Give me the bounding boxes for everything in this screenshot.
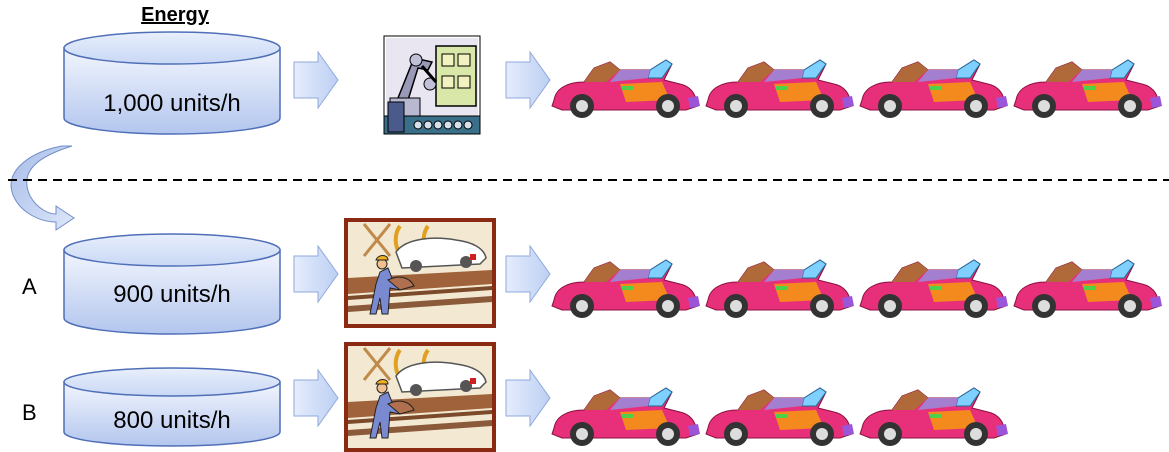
car-icon [1014, 260, 1162, 318]
assembly-line-icon [344, 218, 496, 328]
tank-value-b: 800 units/h [113, 407, 230, 434]
tank-value-a: 900 units/h [113, 281, 230, 308]
flow-arrow-icon [506, 52, 550, 108]
energy-tank-top [64, 32, 280, 134]
curved-arrow-icon [11, 146, 74, 230]
car-icon [552, 60, 700, 118]
flow-arrow-icon [506, 370, 550, 426]
tank-value-top: 1,000 units/h [103, 90, 240, 117]
car-icon [706, 60, 854, 118]
car-icon [1014, 60, 1162, 118]
assembly-line-icon [344, 342, 496, 452]
car-icon [860, 60, 1008, 118]
flow-arrow-icon [294, 246, 338, 302]
flow-arrow-icon [294, 52, 338, 108]
car-icon [706, 388, 854, 446]
car-icon [552, 260, 700, 318]
car-icon [552, 388, 700, 446]
flow-arrow-icon [294, 370, 338, 426]
robot-arm-machine-icon [384, 36, 480, 134]
car-icon [706, 260, 854, 318]
car-icon [860, 260, 1008, 318]
flow-arrow-icon [506, 246, 550, 302]
car-icon [860, 388, 1008, 446]
